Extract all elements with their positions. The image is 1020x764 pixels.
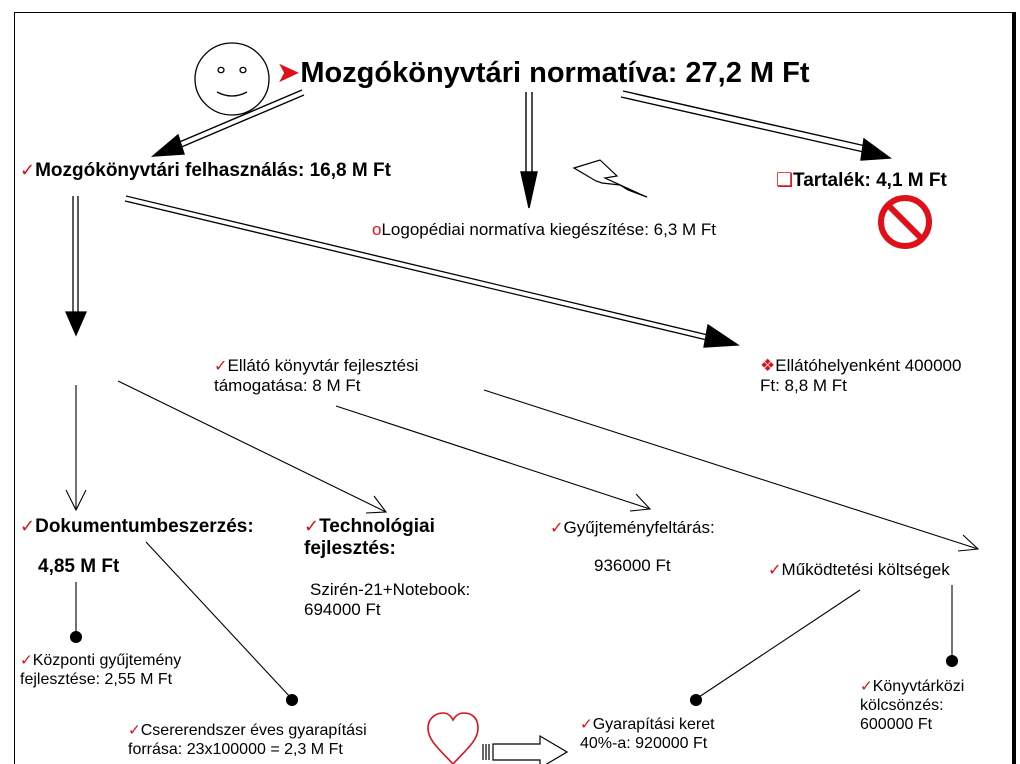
check-icon: ✓ [214,357,228,375]
node-tartalek: ❑Tartalék: 4,1 M Ft [776,170,947,192]
page-title: ➤Mozgókönyvtári normatíva: 27,2 M Ft [276,56,810,90]
arrow-title-to-logopedia [520,92,538,209]
check-icon: ✓ [20,516,36,536]
heart-icon [427,712,479,764]
node-label: Logopédiai normatíva kiegészítése: 6,3 M… [381,220,716,239]
check-icon: ✓ [304,516,320,536]
node-label-line1: Gyarapítási keret [592,716,715,733]
arrow-to-dokumentum [65,385,87,512]
check-icon: ✓ [550,519,564,537]
arrow-title-to-mozgo [150,89,305,157]
node-kozponti-gyujtemeny: ✓Központi gyűjtemény fejlesztése: 2,55 M… [20,652,181,690]
node-label-line1: Központi gyűjtemény [32,652,182,669]
check-icon: ✓ [128,722,141,739]
node-mozgokonyvtari-felhasznalas: ✓Mozgókönyvtári felhasználás: 16,8 M Ft [20,160,391,182]
technologiai-detail: Szirén-21+Notebook: 694000 Ft [304,580,470,620]
dokumentumbeszerzes-value: 4,85 M Ft [38,556,120,577]
node-label-line1: Ellátó könyvtár fejlesztési [227,356,419,375]
arrow-mozgo-down [65,196,87,337]
connector-to-konyvtarkozi [945,585,959,668]
node-label-line2: fejlesztés: [304,538,396,560]
check-icon: ✓ [20,160,36,180]
check-icon: ✓ [768,561,782,579]
technologiai-detail-line1: Szirén-21+Notebook: [310,580,471,599]
node-label-line2: kölcsönzés: [860,696,944,714]
connector-to-csererendszer [145,541,299,707]
node-konyvtarkozi-kolcsonzes: ✓Könyvtárközi kölcsönzés: 600000 Ft [860,678,964,735]
node-ellatohelyenkent: ❖Ellátóhelyenként 400000 Ft: 8,8 M Ft [760,356,961,396]
node-label-line2: támogatása: 8 M Ft [214,376,361,396]
square-bullet-icon: ❑ [776,170,794,191]
node-label: Mozgókönyvtári felhasználás: 16,8 M Ft [35,160,391,181]
node-label-line1: Csererendszer éves gyarapítási [140,722,367,739]
node-label: Működtetési költségek [781,560,950,579]
node-gyarapitasi-keret: ✓Gyarapítási keret 40%-a: 920000 Ft [580,716,715,754]
connector-to-kozponti [69,582,83,644]
smiley-icon [194,42,270,116]
node-label-line2: fejlesztése: 2,55 M Ft [20,670,173,688]
bullet-o-icon: o [372,220,382,239]
gyujtemenyfeltaras-value: 936000 Ft [594,556,671,575]
arrow-to-gyujtemenyfeltaras [335,405,652,512]
block-arrow-icon [482,734,569,764]
node-label-line1: Könyvtárközi [872,678,965,695]
node-mukodtetesi-koltsegek: ✓Működtetési költségek [768,560,950,580]
node-label: Dokumentumbeszerzés: [35,516,254,537]
node-label-line2: 40%-a: 920000 Ft [580,734,708,752]
node-label: Gyűjteményfeltárás: [563,518,715,537]
lightning-icon [572,159,648,198]
check-icon: ✓ [580,716,593,733]
no-sign-icon [878,195,932,249]
node-gyujtemenyfeltaras: ✓Gyűjteményfeltárás: [550,518,715,538]
node-label-line1: Ellátóhelyenként 400000 [775,356,962,375]
diamond-bullet-icon: ❖ [760,356,776,375]
check-icon: ✓ [860,678,873,695]
title-text: Mozgókönyvtári normatíva: 27,2 M Ft [300,57,810,89]
node-label-line3: 600000 Ft [860,715,933,733]
technologiai-detail-line2: 694000 Ft [304,600,381,620]
connector-to-gyarapitasi [689,589,861,707]
arrow-to-mukodtetesi [483,389,980,552]
node-csererendszer: ✓Csererendszer éves gyarapítási forrása:… [128,722,367,760]
node-label-line1: Technológiai [319,516,435,537]
node-label-line2: forrása: 23x100000 = 2,3 M Ft [128,740,343,758]
arrow-mozgo-to-ellatohely [124,195,740,348]
node-label-line2: Ft: 8,8 M Ft [760,376,847,396]
node-technologiai: ✓Technológiai fejlesztés: [304,516,435,561]
slide-right-edge [1012,12,1015,764]
arrow-title-to-tartalek [620,90,892,161]
node-logopedia: oLogopédiai normatíva kiegészítése: 6,3 … [372,220,716,240]
slide-frame [14,12,1016,764]
node-ellato-fejlesztes: ✓Ellátó könyvtár fejlesztési támogatása:… [214,356,418,396]
title-marker: ➤ [276,57,301,89]
node-dokumentumbeszerzes: ✓Dokumentumbeszerzés: [20,516,254,538]
check-icon: ✓ [20,652,33,669]
arrow-to-technologiai [117,380,388,514]
node-label: Tartalék: 4,1 M Ft [793,170,947,191]
